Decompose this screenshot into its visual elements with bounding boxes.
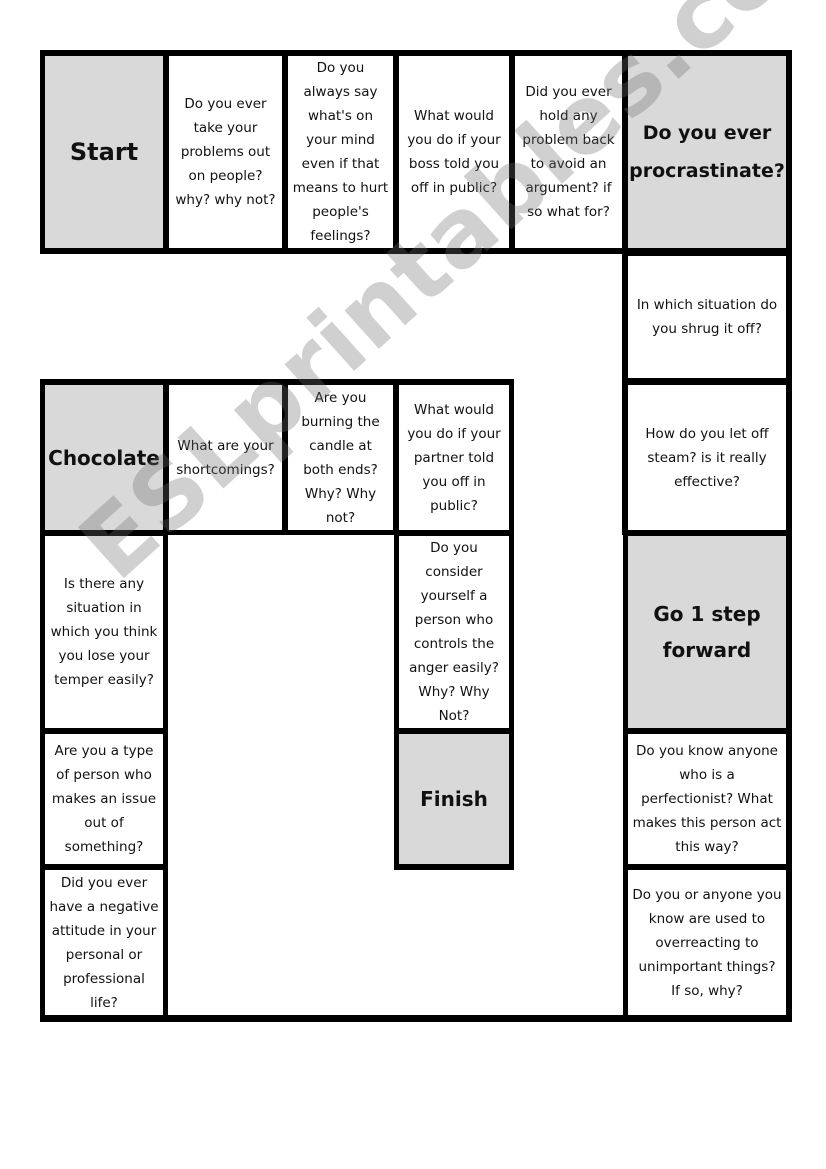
question-cell-4: Did you ever hold any problem back to av… — [515, 56, 622, 248]
bottom-frame — [40, 1015, 792, 1022]
chocolate-cell: Chocolate — [45, 385, 163, 530]
question-cell-16: Are you burning the candle at both ends?… — [288, 385, 393, 530]
question-cell-9: Do you know anyone who is a perfectionis… — [628, 734, 786, 864]
question-cell-6: In which situation do you shrug it off? — [628, 256, 786, 378]
finish-cell: Finish — [399, 734, 509, 864]
question-cell-13: Is there any situation in which you thin… — [45, 536, 163, 728]
question-cell-1: Do you ever take your problems out on pe… — [169, 56, 282, 248]
question-cell-12: Are you a type of person who makes an is… — [45, 734, 163, 864]
start-cell: Start — [45, 56, 163, 248]
question-cell-7: How do you let off steam? is it really e… — [628, 385, 786, 530]
question-cell-17: What would you do if your partner told y… — [399, 385, 509, 530]
question-cell-2: Do you always say what's on your mind ev… — [288, 56, 393, 248]
question-cell-18: Do you consider yourself a person who co… — [399, 536, 509, 728]
question-cell-15: What are your shortcomings? — [169, 385, 282, 530]
question-cell-11: Did you ever have a negative attitude in… — [45, 870, 163, 1015]
go-forward-cell: Go 1 step forward — [628, 536, 786, 728]
question-cell-10: Do you or anyone you know are used to ov… — [628, 870, 786, 1015]
question-cell-3: What would you do if your boss told you … — [399, 56, 509, 248]
procrastinate-cell: Do you ever procrastinate? — [628, 56, 786, 248]
